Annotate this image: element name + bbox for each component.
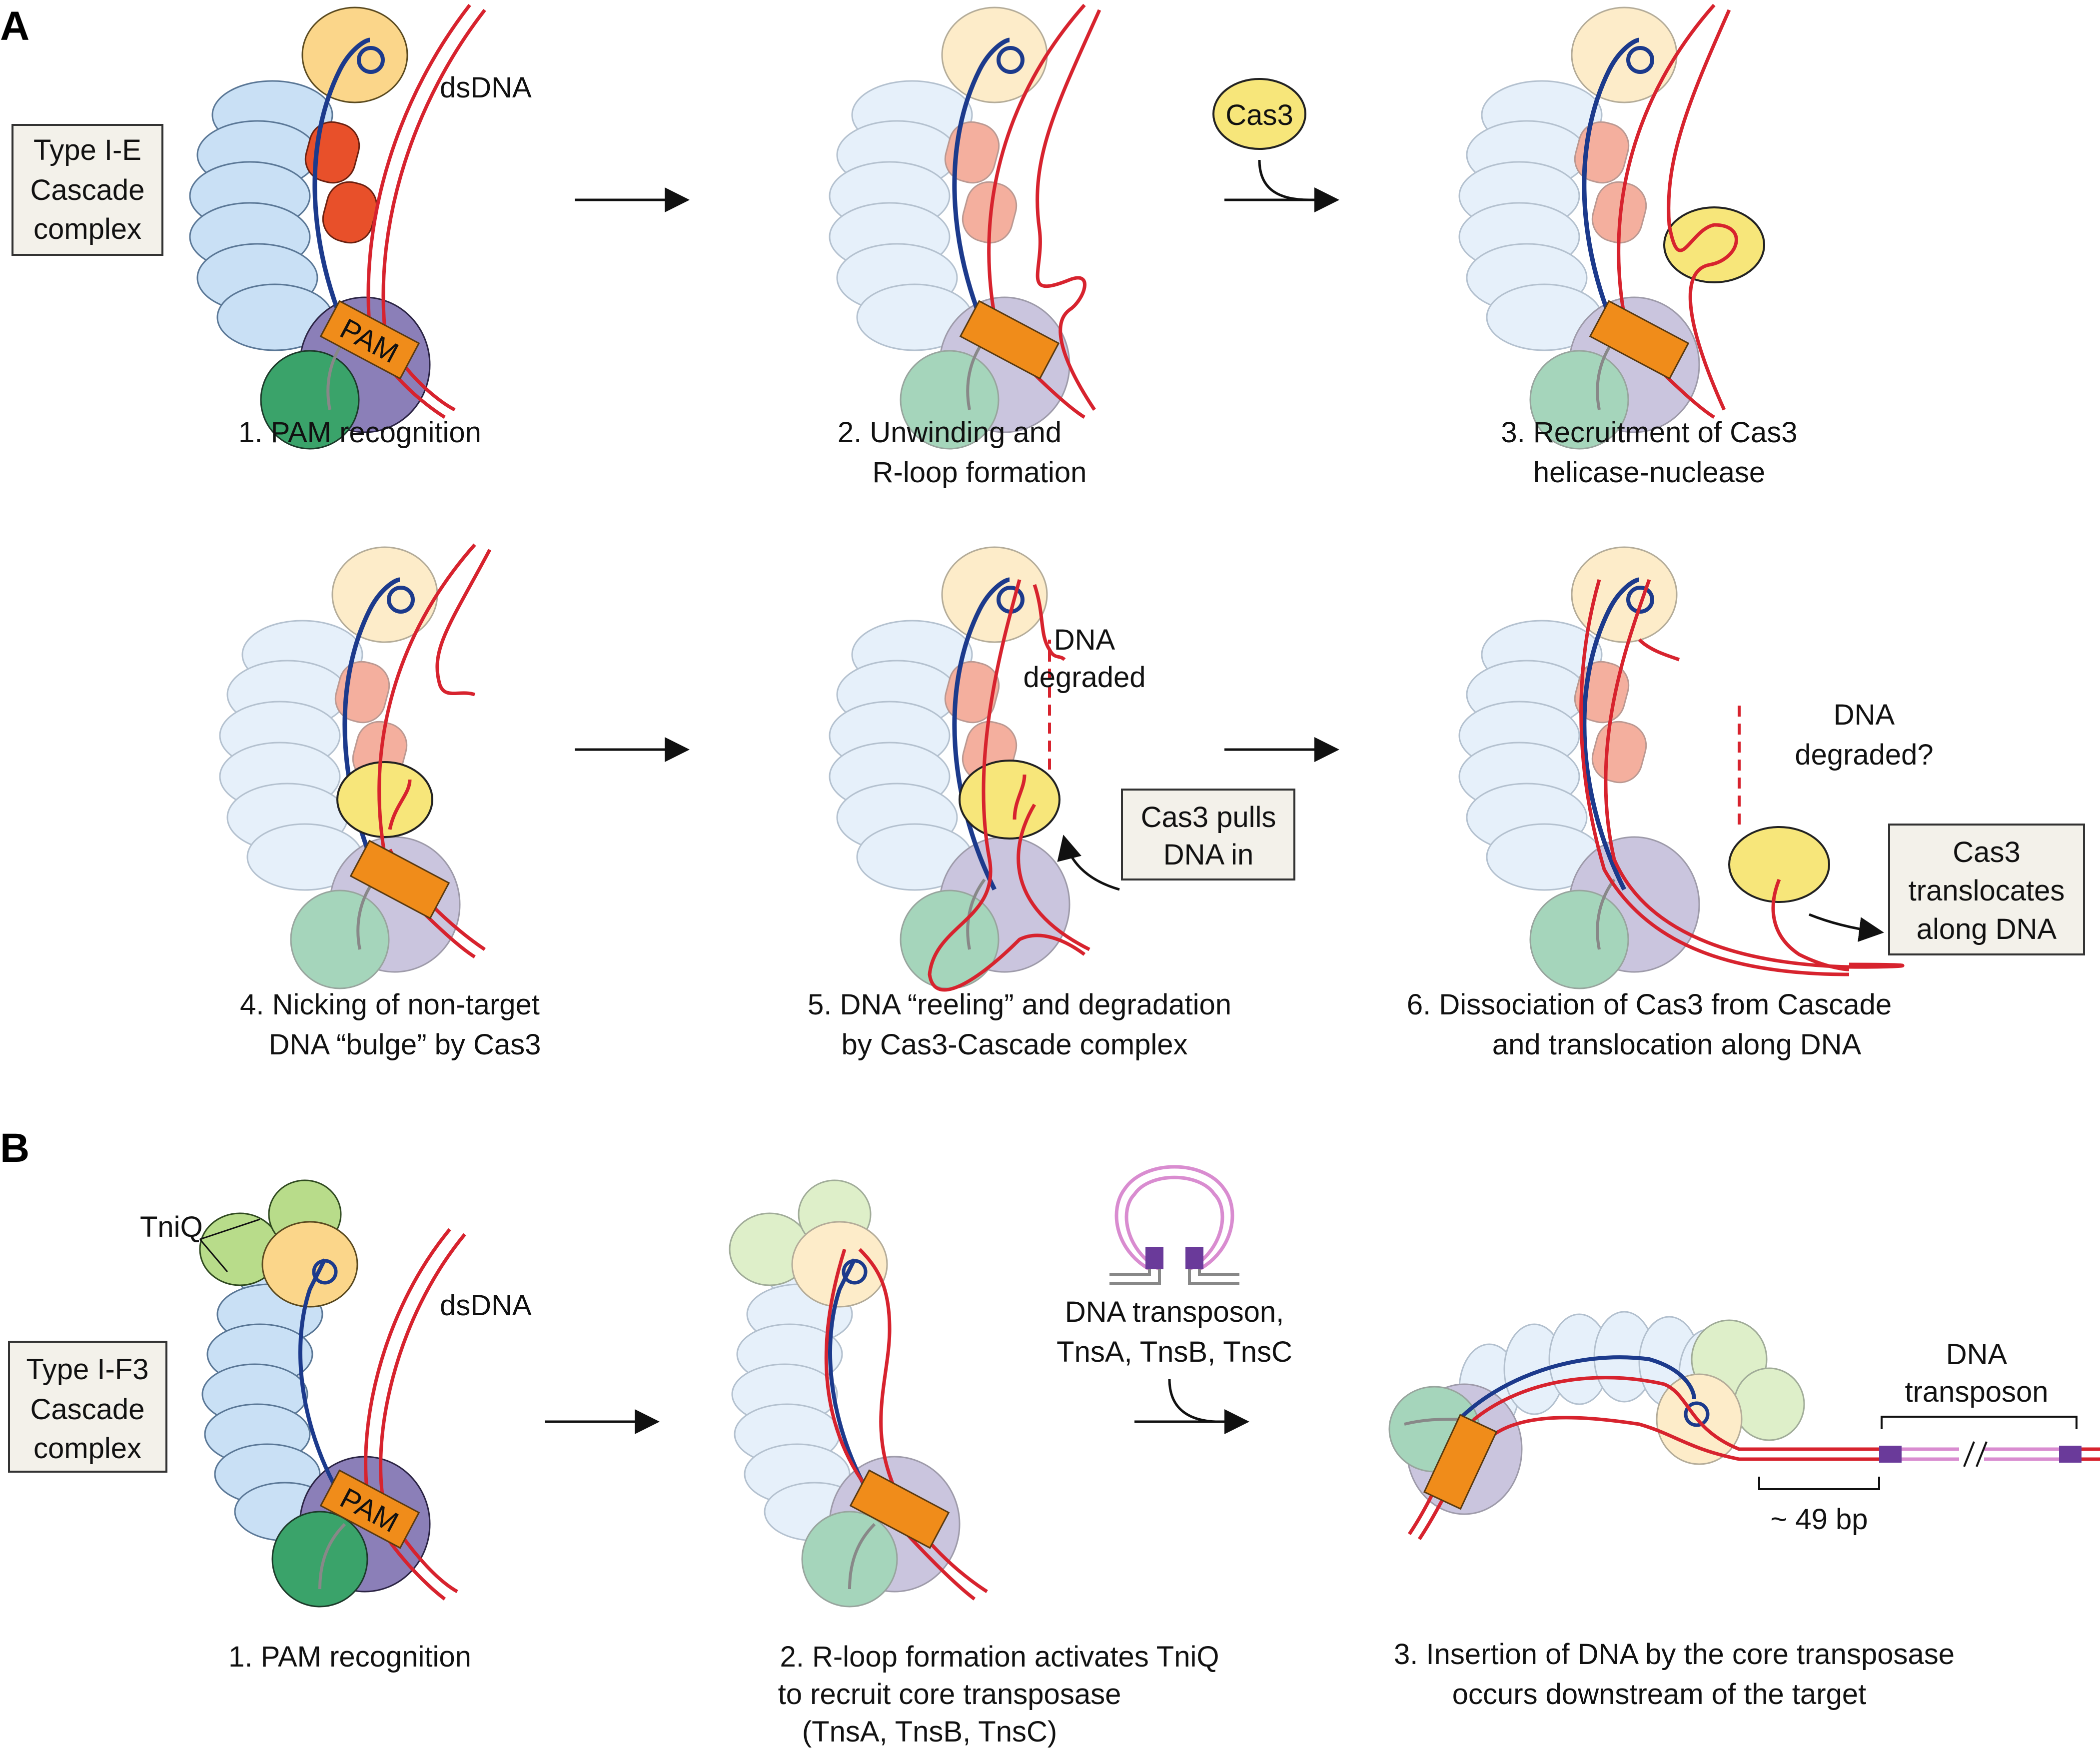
distance-bracket — [1758, 1477, 1880, 1490]
cascade-ie-step5 — [829, 546, 1120, 992]
dna-degraded-label: DNA — [1054, 624, 1115, 656]
step-a2-caption: 2. Unwinding and — [838, 416, 1061, 449]
step-b3-caption: 3. Insertion of DNA by the core transpos… — [1394, 1638, 1955, 1671]
cas3-translocates-line: Cas3 — [1953, 836, 2020, 869]
step-a6-caption: and translocation along DNA — [1492, 1028, 1862, 1061]
dsdna-label-a: dsDNA — [440, 71, 532, 104]
step-a5-caption: by Cas3-Cascade complex — [841, 1028, 1187, 1061]
cas3-pulls-line: DNA in — [1163, 839, 1254, 871]
tniq-label: TniQ — [140, 1211, 203, 1243]
step-a3-caption: 3. Recruitment of Cas3 — [1501, 416, 1797, 449]
type-ie-box-line: Type I-E — [33, 134, 141, 166]
step-a6-caption: 6. Dissociation of Cas3 from Cascade — [1407, 988, 1892, 1021]
cascade-if3-step2 — [729, 1179, 988, 1608]
cas3-pulls-line: Cas3 pulls — [1141, 801, 1276, 834]
transposon-label: DNA — [1946, 1338, 2008, 1371]
cascade-ie-step6 — [1458, 546, 1905, 989]
step-a3-caption: helicase-nuclease — [1533, 456, 1765, 489]
tniq-pointer — [199, 1218, 260, 1240]
step-a2-caption: R-loop formation — [873, 456, 1087, 489]
cas3-translocates-line: along DNA — [1917, 913, 2057, 945]
transposon-icon — [1109, 1165, 1239, 1285]
type-ie-box-line: Cascade — [30, 174, 145, 206]
cas3-incoming: Cas3 — [1212, 78, 1339, 212]
type-ie-box-line: complex — [33, 213, 141, 245]
cascade-ie-step4 — [219, 543, 492, 989]
step-b1-caption: 1. PAM recognition — [228, 1641, 471, 1673]
dna-degraded-q-label: DNA — [1834, 699, 1895, 731]
transposon-bracket — [1881, 1416, 2078, 1429]
cascade-ie-step2 — [829, 3, 1101, 450]
transposon-reagents: DNA transposon, — [1065, 1296, 1284, 1328]
step-a4-caption: 4. Nicking of non-target — [240, 988, 540, 1021]
step-a4-caption: DNA “bulge” by Cas3 — [269, 1028, 541, 1061]
tniq-pointer — [199, 1239, 228, 1272]
type-if3-box-line: complex — [33, 1432, 141, 1465]
cascade-if3-step1: PAM — [199, 1179, 466, 1608]
transposon-arrow-curve — [1168, 1379, 1220, 1423]
cas3-label: Cas3 — [1225, 99, 1293, 131]
dna-degraded-q-label: degraded? — [1795, 739, 1933, 771]
type-ie-box: Type I-E Cascade complex — [11, 124, 163, 256]
step-b2-caption: to recruit core transposase — [778, 1678, 1121, 1711]
cascade-ie-step1: PAM — [189, 3, 486, 450]
transposon-reagents: TnsA, TnsB, TnsC — [1056, 1336, 1292, 1368]
cas3-translocates-box: Cas3 translocates along DNA — [1888, 824, 2085, 955]
cas3-translocates-line: translocates — [1909, 875, 2065, 907]
transposon-label: transposon — [1905, 1376, 2049, 1408]
step-a1-caption: 1. PAM recognition — [238, 416, 481, 449]
type-if3-box-line: Cascade — [30, 1393, 145, 1426]
step-b3-caption: occurs downstream of the target — [1452, 1678, 1867, 1711]
dna-degraded-label: degraded — [1023, 661, 1145, 694]
type-if3-box-line: Type I-F3 — [26, 1353, 149, 1386]
panel-b-letter: B — [0, 1125, 29, 1171]
cascade-if3-step3 — [1388, 1311, 2100, 1540]
panel-a-letter: A — [0, 3, 29, 49]
type-if3-box: Type I-F3 Cascade complex — [8, 1341, 167, 1473]
step-b2-caption: (TnsA, TnsB, TnsC) — [802, 1716, 1057, 1748]
dsdna-label-b: dsDNA — [440, 1289, 532, 1322]
cas3-pulls-box: Cas3 pulls DNA in — [1121, 789, 1295, 880]
distance-label: ~ 49 bp — [1770, 1503, 1868, 1536]
cascade-ie-step3 — [1458, 3, 1765, 450]
step-a5-caption: 5. DNA “reeling” and degradation — [808, 988, 1231, 1021]
step-b2-caption: 2. R-loop formation activates TniQ — [780, 1641, 1219, 1673]
